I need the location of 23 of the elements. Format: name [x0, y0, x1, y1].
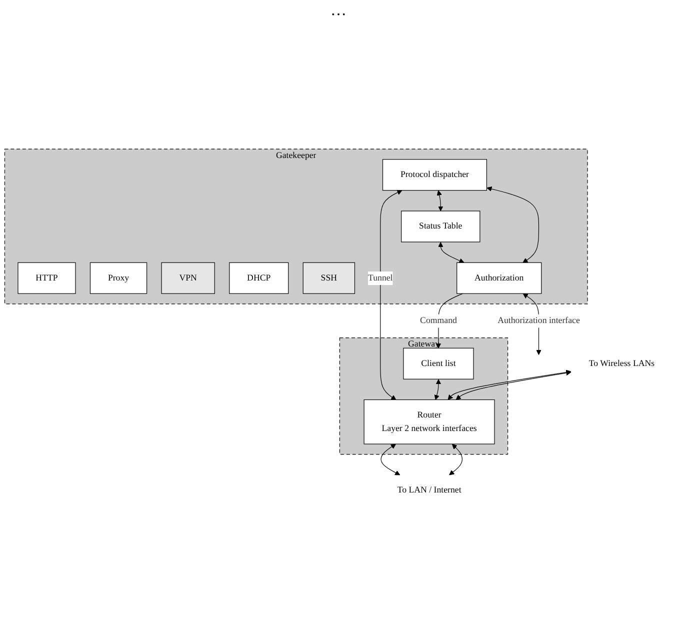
node-box: HTTP: [18, 262, 76, 294]
arrow: [449, 444, 462, 476]
node-box: Protocol dispatcher: [382, 159, 487, 191]
node-box: SSH: [302, 262, 356, 294]
arrow: [438, 242, 464, 264]
node-box: DHCP: [229, 262, 289, 294]
node-box: Authorization: [456, 262, 542, 294]
node-box: VPN: [161, 262, 215, 294]
arrow: [380, 444, 400, 476]
ellipsis-label: …: [330, 2, 346, 19]
edge-label: Tunnel: [368, 273, 393, 283]
node-text: To Wireless LANs: [588, 358, 655, 368]
node-text: To LAN / Internet: [397, 486, 462, 496]
arrow: [380, 190, 402, 400]
edge-label: Authorization interface: [498, 316, 580, 326]
node-box: Client list: [403, 348, 474, 380]
node-box: Router Layer 2 network interfaces: [364, 399, 495, 444]
arrow: [436, 190, 444, 212]
node-box: Proxy: [90, 262, 148, 294]
arrow: [486, 186, 540, 263]
arrow: [434, 379, 442, 400]
edge-label: Command: [420, 316, 457, 326]
node-box: Status Table: [401, 210, 480, 242]
